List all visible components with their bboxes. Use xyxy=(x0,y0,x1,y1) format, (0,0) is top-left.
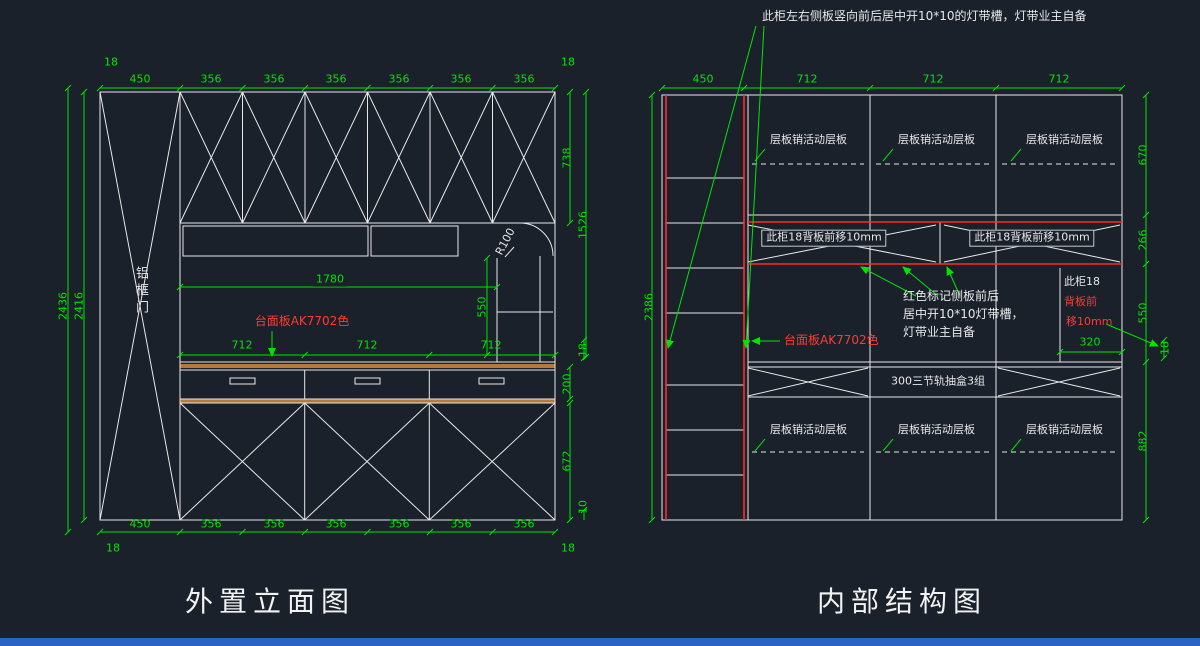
taskbar[interactable] xyxy=(0,638,1200,646)
drawer-handles xyxy=(229,377,505,385)
red-marked-panels xyxy=(665,95,1122,520)
dimension-lines xyxy=(651,87,1165,520)
adjustable-shelf-dashed-lines xyxy=(752,163,1118,453)
red-note-leader xyxy=(902,266,939,297)
dimension-lines xyxy=(67,87,587,533)
left-elevation-geometry xyxy=(64,84,590,536)
right-structure-geometry xyxy=(648,25,1168,524)
side-note-leader xyxy=(1105,323,1159,347)
dimension-ticks xyxy=(648,84,1168,524)
cabinet-structure-lines xyxy=(661,94,1123,521)
door-cross-marks xyxy=(99,91,556,521)
top-note-leader xyxy=(742,25,765,349)
red-note-leader xyxy=(860,266,917,297)
dimension-ticks xyxy=(64,84,590,536)
red-note-leader xyxy=(946,266,961,297)
top-note-leader xyxy=(666,25,757,349)
